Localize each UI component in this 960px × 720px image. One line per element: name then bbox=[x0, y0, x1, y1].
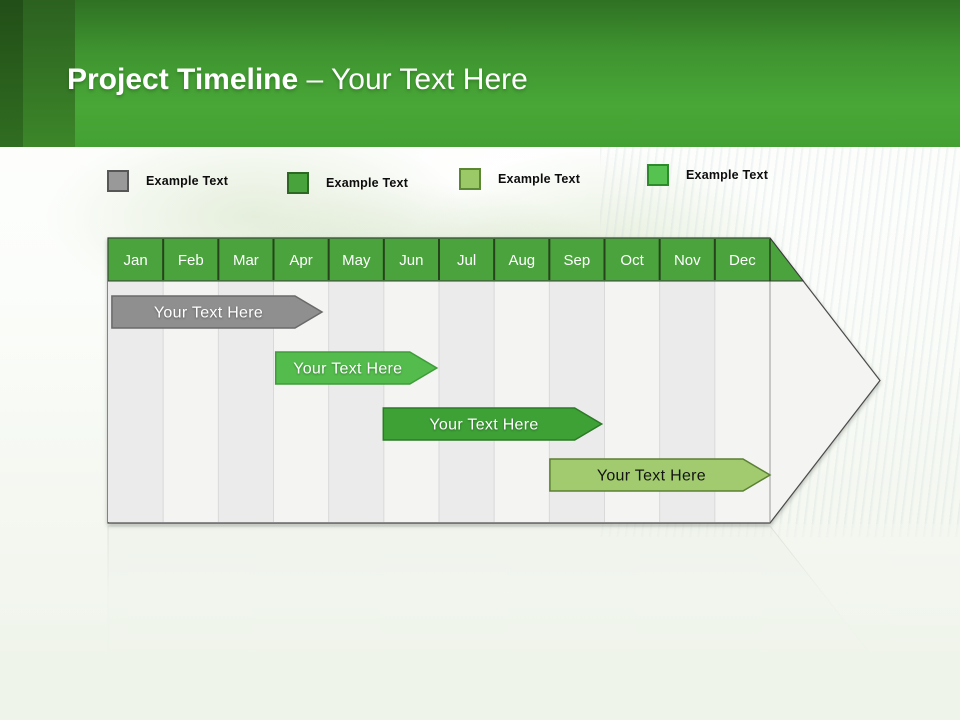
banner-accent-stripe bbox=[23, 0, 75, 147]
month-label: Jan bbox=[124, 252, 148, 269]
page-title-subtitle: – Your Text Here bbox=[298, 63, 528, 96]
legend-item: Example Text bbox=[647, 164, 768, 186]
legend-label: Example Text bbox=[326, 176, 409, 190]
month-label: Mar bbox=[233, 252, 259, 269]
month-label: Dec bbox=[729, 252, 756, 269]
month-label: Oct bbox=[620, 252, 644, 269]
timeline-bar: Your Text Here bbox=[274, 351, 439, 385]
month-label: Apr bbox=[289, 252, 312, 269]
legend-color-swatch bbox=[647, 164, 669, 186]
month-label: May bbox=[342, 252, 371, 269]
legend-color-swatch bbox=[459, 168, 481, 190]
legend-item: Example Text bbox=[287, 172, 408, 194]
timeline-bar: Your Text Here bbox=[549, 458, 772, 492]
month-column-shading bbox=[439, 281, 495, 522]
title-banner: Project Timeline – Your Text Here bbox=[0, 0, 960, 147]
month-label: Nov bbox=[674, 252, 701, 269]
timeline-bar-label: Your Text Here bbox=[293, 361, 402, 378]
month-label: Aug bbox=[508, 252, 535, 269]
legend-item: Example Text bbox=[459, 168, 580, 190]
timeline-bar-label: Your Text Here bbox=[429, 417, 538, 434]
month-column-shading bbox=[328, 281, 384, 522]
legend-item: Example Text bbox=[107, 170, 228, 192]
legend-label: Example Text bbox=[498, 172, 581, 186]
legend-label: Example Text bbox=[146, 174, 229, 188]
month-label: Sep bbox=[564, 252, 591, 269]
timeline-bar: Your Text Here bbox=[382, 407, 604, 441]
timeline-arrow-chart: Jan Feb Mar Apr May Jun Jul Aug Sep Oct Nov DecYour… bbox=[107, 237, 881, 524]
banner-accent-stripe-dark bbox=[0, 0, 23, 147]
month-label: Feb bbox=[178, 252, 204, 269]
timeline-bar: Your Text Here bbox=[111, 295, 324, 329]
page-title-main: Project Timeline bbox=[67, 63, 299, 96]
legend-label: Example Text bbox=[686, 168, 769, 182]
month-label: Jul bbox=[457, 252, 476, 269]
month-label: Jun bbox=[399, 252, 423, 269]
legend: Example Text Example Text Example Text E… bbox=[0, 0, 960, 194]
timeline-bar-label: Your Text Here bbox=[154, 305, 263, 322]
chart-reflection bbox=[0, 524, 960, 720]
legend-color-swatch bbox=[107, 170, 129, 192]
page-title: Project Timeline – Your Text Here bbox=[67, 60, 927, 100]
legend-color-swatch bbox=[287, 172, 309, 194]
timeline-bar-label: Your Text Here bbox=[597, 468, 706, 485]
